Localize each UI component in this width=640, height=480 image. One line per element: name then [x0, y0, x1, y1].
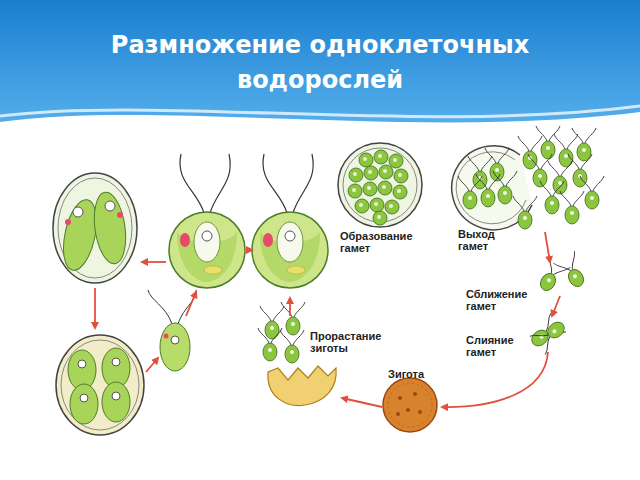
- stage-label: Прорастание зиготы: [310, 330, 390, 354]
- stage-label: Выход гамет: [458, 228, 518, 252]
- stage-label: Зигота: [388, 368, 448, 380]
- stage-label: Слияние гамет: [466, 334, 526, 358]
- stage-label: Сближение гамет: [466, 288, 532, 312]
- slide-title: Размножение одноклеточных водорослей: [60, 28, 580, 98]
- stage-label: Образование гамет: [340, 230, 420, 254]
